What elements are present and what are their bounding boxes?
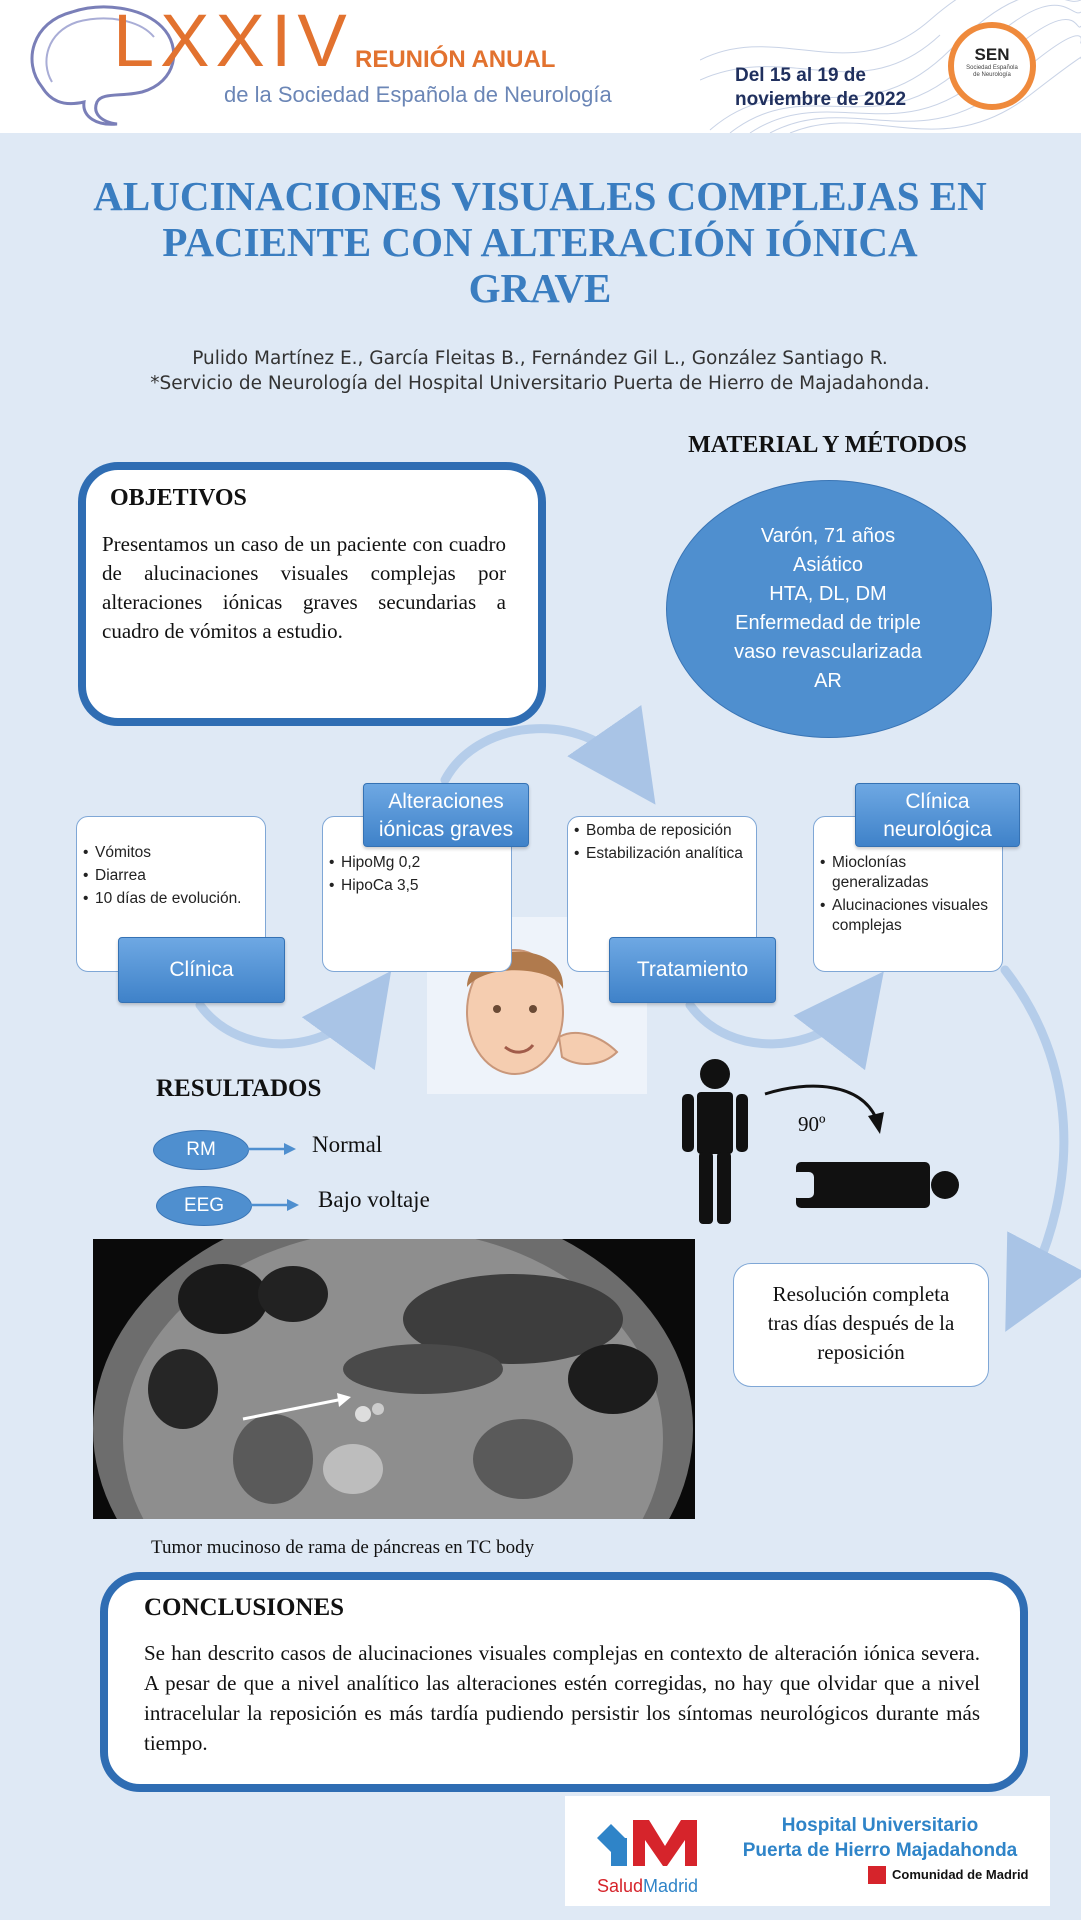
resultados-title: RESULTADOS [156,1075,322,1102]
rm-value: Normal [312,1132,383,1157]
sen-logo-subtext: Sociedad Española de Neurología [966,65,1018,78]
author-affiliation: *Servicio de Neurología del Hospital Uni… [150,373,930,394]
eeg-pill: EEG [156,1186,252,1226]
objetivos-box [78,462,546,726]
objetivos-text: Presentamos un caso de un paciente con c… [102,532,506,643]
profile-line: Varón, 71 años [760,525,896,547]
arrow-curve-left [195,970,392,1071]
arrow-curve-down [1000,965,1081,1332]
mri-scan-illustration [93,1239,695,1519]
mri-image [93,1239,695,1519]
list-item: Alucinaciones visuales complejas [820,896,1002,936]
tratamiento-label: Tratamiento [609,937,776,1003]
meeting-label: REUNIÓN ANUAL [355,46,556,73]
list-item: Diarrea [83,866,265,886]
authors-block: Pulido Martínez E., García Fleitas B., F… [40,346,1040,396]
madrid-text: Madrid [643,1876,699,1896]
hospital-name: Hospital Universitario Puerta de Hierro … [715,1813,1045,1863]
meeting-dates: Del 15 al 19 de noviembre de 2022 [735,64,935,112]
title-line-3: GRAVE [468,265,612,311]
objetivos-title: OBJETIVOS [110,485,247,511]
meeting-number: LXXIV [113,0,353,82]
header-banner: LXXIV REUNIÓN ANUAL de la Sociedad Españ… [0,0,1081,133]
clinica-label: Clínica [118,937,285,1003]
salud-madrid-logo-icon [597,1820,697,1866]
neurologica-label: Clínica neurológica [855,783,1020,847]
arrow-curve-top [440,704,656,805]
dates-line-1: Del 15 al 19 de [735,65,866,86]
eeg-value: Bajo voltaje [318,1187,430,1212]
list-item: HipoMg 0,2 [329,853,511,873]
sen-logo-text: SEN [974,45,1010,64]
comunidad-flag-icon [868,1866,886,1884]
rm-pill: RM [153,1130,249,1170]
conclusiones-text: Se han descrito casos de alucinaciones v… [144,1641,980,1755]
title-line-1: ALUCINACIONES VISUALES COMPLEJAS EN [93,173,987,219]
resolucion-box: Resolución completa tras días después de… [733,1263,989,1387]
list-item: HipoCa 3,5 [329,876,511,896]
comunidad-text: Comunidad de Madrid [892,1867,1029,1882]
material-metodos-title: MATERIAL Y MÉTODOS [688,432,967,458]
list-item: Vómitos [83,843,265,863]
title-line-2: PACIENTE CON ALTERACIÓN IÓNICA [162,219,918,265]
hospital-name-line-1: Hospital Universitario [781,1815,979,1836]
hospital-name-line-2: Puerta de Hierro Majadahonda [742,1840,1018,1861]
patient-profile-ellipse [666,480,992,738]
salud-madrid-text: SaludMadrid [597,1876,698,1897]
resolucion-line-3: reposición [817,1340,905,1364]
society-name: de la Sociedad Española de Neurología [224,82,612,107]
arrow-curve-right [685,971,884,1071]
list-item: Mioclonías generalizadas [820,853,1002,893]
conclusiones-title: CONCLUSIONES [144,1594,345,1621]
neurologica-label-line-1: Clínica [905,790,970,813]
sen-logo: SEN Sociedad Española de Neurología [948,22,1036,110]
patient-profile-text: Varón, 71 años Asiático HTA, DL, DM Enfe… [666,522,990,696]
profile-line: AR [814,670,842,692]
alteraciones-label: Alteraciones iónicas graves [363,783,529,847]
alteraciones-label-line-2: iónicas graves [378,818,514,841]
salud-text: Salud [597,1876,644,1896]
conclusiones-box [100,1572,1028,1792]
eeg-arrow-icon [249,1199,299,1211]
dates-line-2: noviembre de 2022 [735,89,907,110]
profile-line: Asiático [792,554,864,576]
process-arrows [195,704,1081,1332]
alteraciones-label-line-1: Alteraciones [388,790,504,813]
posture-change-icon: 90º [682,1059,959,1224]
poster-title: ALUCINACIONES VISUALES COMPLEJAS EN PACI… [40,173,1040,311]
profile-line: Enfermedad de triple [735,612,921,634]
list-item: Estabilización analítica [574,844,756,864]
rm-arrow-icon [246,1143,296,1155]
brain-outline-logo [30,5,176,126]
hospital-logo-block: SaludMadrid Hospital Universitario Puert… [565,1796,1050,1906]
profile-line: HTA, DL, DM [769,583,887,605]
list-item: 10 días de evolución. [83,889,265,909]
posture-angle: 90º [798,1112,826,1136]
neurologica-label-line-2: neurológica [883,818,992,841]
mri-caption: Tumor mucinoso de rama de páncreas en TC… [151,1537,535,1558]
author-names: Pulido Martínez E., García Fleitas B., F… [192,348,888,369]
profile-line: vaso revascularizada [734,641,922,663]
list-item: Bomba de reposición [574,821,756,841]
resolucion-line-1: Resolución completa [772,1282,950,1306]
resolucion-line-2: tras días después de la [767,1311,955,1335]
